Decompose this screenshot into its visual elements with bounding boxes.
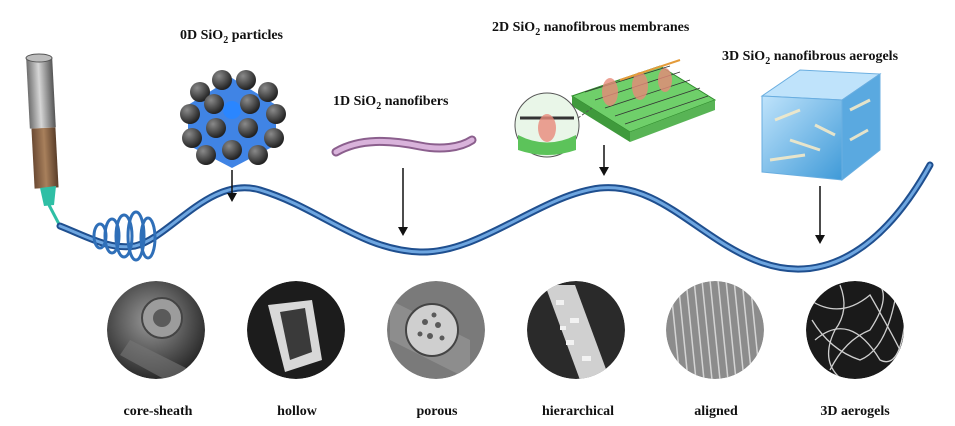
zero-d-particles-image (180, 70, 286, 168)
electrospun-fiber (56, 161, 934, 273)
label-1d-nanofibers: 1D SiO2 nanofibers (333, 94, 449, 112)
sem-hierarchical-image (527, 281, 625, 379)
caption-porous: porous (416, 404, 458, 419)
caption-aligned: aligned (694, 404, 738, 419)
sem-porous-image (387, 281, 485, 379)
one-d-nanofiber-image (331, 135, 477, 157)
caption-hollow: hollow (277, 404, 317, 419)
caption-hierarchical: hierarchical (541, 404, 615, 419)
three-d-aerogel-image (760, 69, 882, 182)
label-3d-aerogels: 3D SiO2 nanofibrous aerogels (722, 49, 899, 67)
caption-3d-aerogels: 3D aerogels (820, 404, 890, 419)
two-d-membrane-image (514, 59, 717, 158)
sem-core-sheath-image (107, 281, 205, 379)
label-2d-membranes: 2D SiO2 nanofibrous membranes (492, 20, 690, 38)
sem-aligned-image (666, 281, 764, 379)
sem-hollow-image (247, 281, 345, 379)
label-0d-particles: 0D SiO2 particles (180, 28, 284, 46)
spinneret-nozzle-icon (25, 53, 62, 227)
sem-3d-aerogels-image (806, 281, 904, 379)
caption-core-sheath: core-sheath (123, 404, 193, 419)
